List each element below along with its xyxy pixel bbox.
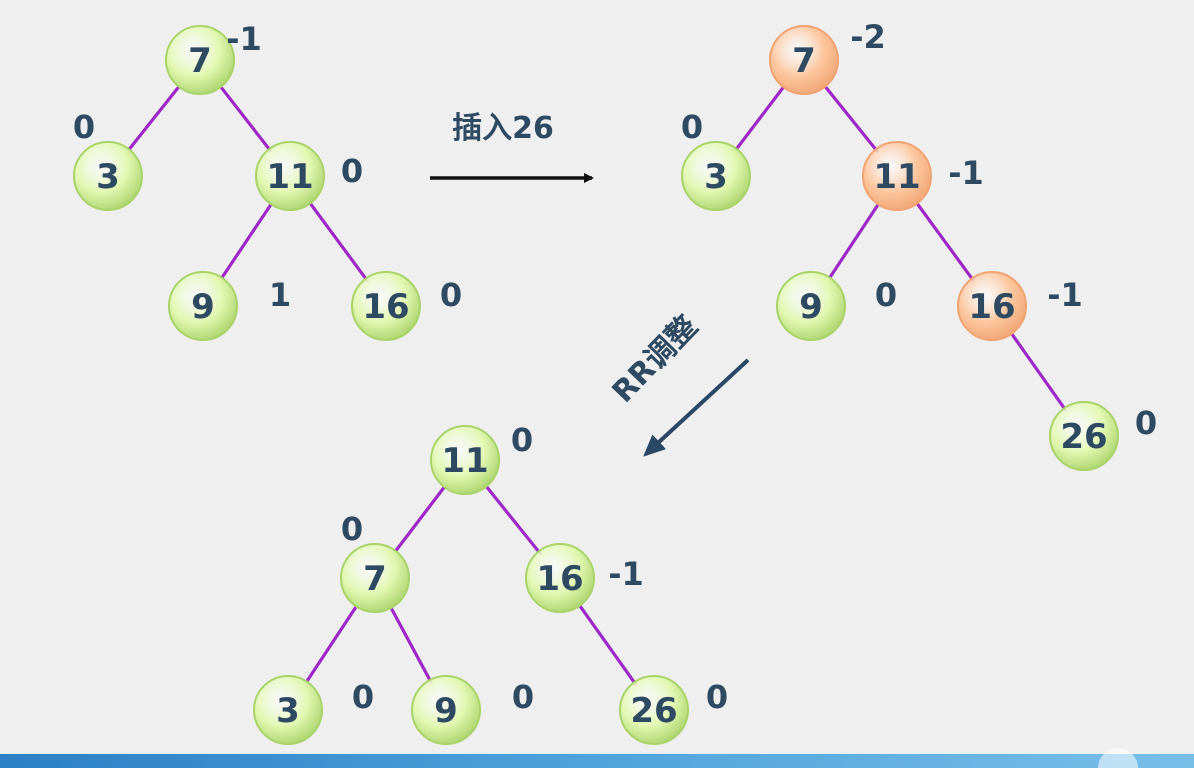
node-key-label: 16 bbox=[968, 287, 1015, 327]
tree-edge bbox=[218, 83, 272, 153]
node-circle bbox=[619, 675, 689, 745]
tree-node: 9 bbox=[168, 271, 238, 341]
balance-factor-label: -1 bbox=[1047, 276, 1083, 314]
insert-step: 插入26 bbox=[430, 111, 594, 183]
tree-node: 7 bbox=[340, 543, 410, 613]
tree-edge bbox=[822, 83, 879, 153]
tree-node: 9 bbox=[411, 675, 481, 745]
balance-factor-label: 0 bbox=[440, 276, 462, 314]
node-key-label: 16 bbox=[536, 559, 583, 599]
node-circle bbox=[411, 675, 481, 745]
tree-node: 3 bbox=[253, 675, 323, 745]
balance-factor-label: 0 bbox=[341, 152, 363, 190]
tree-node: 11 bbox=[255, 141, 325, 211]
node-key-label: 7 bbox=[792, 41, 816, 81]
node-key-label: 9 bbox=[799, 287, 823, 327]
tree-node: 11 bbox=[430, 425, 500, 495]
node-circle bbox=[1049, 401, 1119, 471]
tree-node: 7 bbox=[165, 25, 235, 95]
balance-factor-label: 0 bbox=[875, 276, 897, 314]
node-key-label: 26 bbox=[630, 691, 677, 731]
tree-edge bbox=[914, 200, 975, 282]
tree-edge bbox=[307, 200, 369, 282]
rr-arrow bbox=[643, 358, 750, 457]
edges-layer bbox=[126, 83, 1068, 686]
node-key-label: 11 bbox=[441, 441, 488, 481]
balance-factor-label: -1 bbox=[608, 555, 644, 593]
node-key-label: 26 bbox=[1060, 417, 1107, 457]
node-circle bbox=[351, 271, 421, 341]
balance-factor-label: 0 bbox=[512, 678, 534, 716]
node-key-label: 9 bbox=[191, 287, 215, 327]
tree-edge bbox=[219, 201, 274, 281]
rr-label: RR调整 bbox=[606, 309, 705, 410]
tree-node: 26 bbox=[619, 675, 689, 745]
tree-node: 26 bbox=[1049, 401, 1119, 471]
tree-edge bbox=[576, 602, 638, 686]
node-key-label: 11 bbox=[873, 157, 920, 197]
tree-edge bbox=[827, 201, 881, 281]
tree-edge bbox=[392, 483, 448, 555]
node-key-label: 3 bbox=[276, 691, 300, 731]
balance-factor-label: 0 bbox=[1135, 404, 1157, 442]
balance-factor-label: -2 bbox=[850, 18, 886, 56]
node-key-label: 7 bbox=[188, 41, 212, 81]
tree-edge bbox=[126, 83, 182, 153]
tree-node: 16 bbox=[525, 543, 595, 613]
logo-icon bbox=[1098, 748, 1138, 768]
node-circle bbox=[862, 141, 932, 211]
tree-edge bbox=[483, 483, 542, 555]
tree-edge bbox=[1008, 330, 1068, 412]
node-circle bbox=[253, 675, 323, 745]
node-key-label: 3 bbox=[704, 157, 728, 197]
node-circle bbox=[340, 543, 410, 613]
rr-step: RR调整 bbox=[606, 309, 750, 457]
bottom-banner-bar bbox=[0, 754, 1194, 768]
balance-factor-label: 1 bbox=[269, 276, 291, 314]
node-key-label: 9 bbox=[434, 691, 458, 731]
balance-factor-layer: -1 0 0 1 0 -2 0 -1 0 -1 0 0 0 -1 0 0 0 bbox=[73, 18, 1157, 716]
node-circle bbox=[769, 25, 839, 95]
node-circle bbox=[430, 425, 500, 495]
tree-edge bbox=[388, 604, 433, 684]
balance-factor-label: 0 bbox=[706, 678, 728, 716]
tree-node: 3 bbox=[73, 141, 143, 211]
node-circle bbox=[168, 271, 238, 341]
node-circle bbox=[681, 141, 751, 211]
node-circle bbox=[525, 543, 595, 613]
tree-edge bbox=[304, 603, 359, 685]
tree-edge bbox=[733, 83, 787, 153]
node-circle bbox=[73, 141, 143, 211]
balance-factor-label: 0 bbox=[511, 421, 533, 459]
node-circle bbox=[776, 271, 846, 341]
balance-factor-label: 0 bbox=[341, 510, 363, 548]
tree-node: 9 bbox=[776, 271, 846, 341]
nodes-layer: 7 3 11 9 16 7 3 11 9 16 26 11 7 16 3 9 26 bbox=[73, 25, 1119, 745]
balance-factor-label: 0 bbox=[73, 108, 95, 146]
balance-factor-label: -1 bbox=[948, 154, 984, 192]
insert-label: 插入26 bbox=[452, 111, 554, 146]
node-key-label: 16 bbox=[362, 287, 409, 327]
node-circle bbox=[165, 25, 235, 95]
node-key-label: 11 bbox=[266, 157, 313, 197]
balance-factor-label: 0 bbox=[681, 108, 703, 146]
tree-node: 3 bbox=[681, 141, 751, 211]
tree-node: 16 bbox=[351, 271, 421, 341]
tree-node: 7 bbox=[769, 25, 839, 95]
node-circle bbox=[255, 141, 325, 211]
node-key-label: 3 bbox=[96, 157, 120, 197]
tree-node: 16 bbox=[957, 271, 1027, 341]
balance-factor-label: -1 bbox=[226, 20, 262, 58]
tree-node: 11 bbox=[862, 141, 932, 211]
node-circle bbox=[957, 271, 1027, 341]
balance-factor-label: 0 bbox=[352, 678, 374, 716]
node-key-label: 7 bbox=[363, 559, 387, 599]
